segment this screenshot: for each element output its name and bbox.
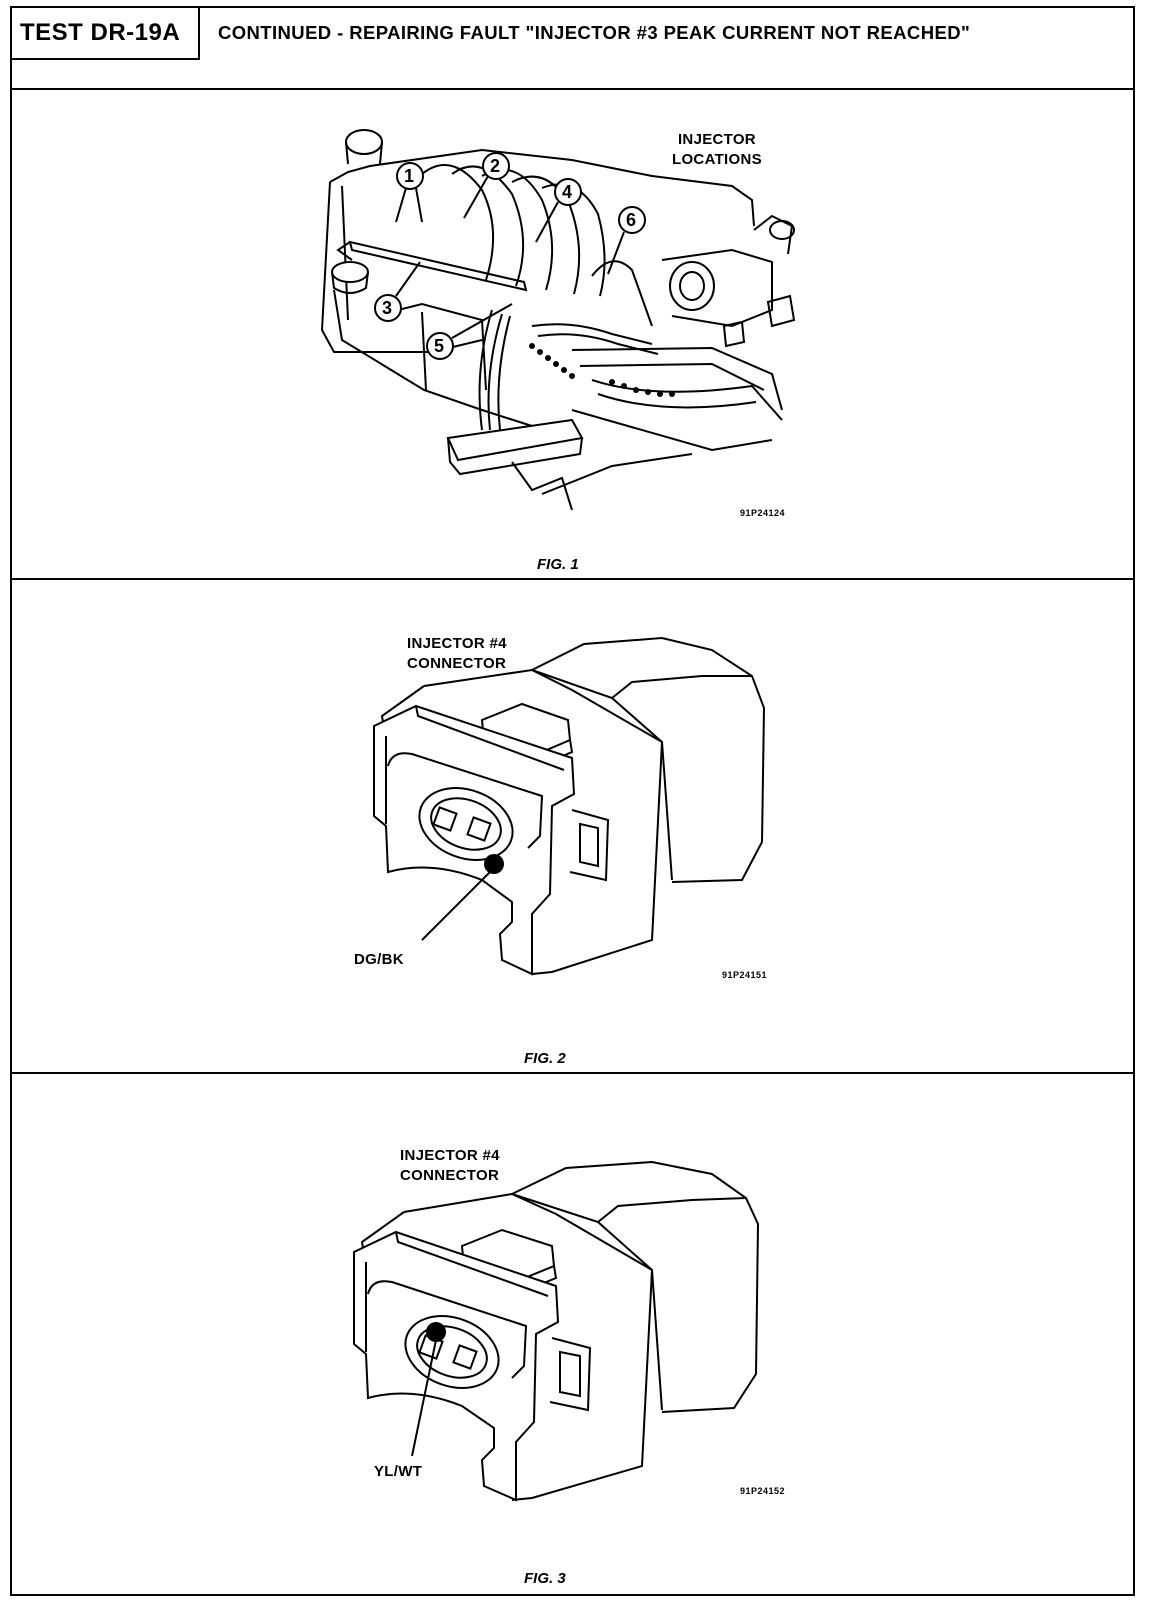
svg-text:3: 3 xyxy=(382,298,392,318)
figure-caption: FIG. 3 xyxy=(524,1570,566,1587)
label-line-2: CONNECTOR xyxy=(400,1167,500,1184)
yl-wt-pin xyxy=(426,1322,446,1342)
wire-label-dg-bk: DG/BK xyxy=(354,951,404,968)
connector-label: INJECTOR #4 CONNECTOR xyxy=(407,634,507,674)
svg-text:2: 2 xyxy=(490,156,500,176)
callout-3: 3 xyxy=(374,261,421,322)
test-title: CONTINUED - REPAIRING FAULT "INJECTOR #3… xyxy=(218,22,971,43)
connector-label: INJECTOR #4 CONNECTOR xyxy=(400,1146,500,1186)
wire-label-yl-wt: YL/WT xyxy=(374,1463,423,1480)
figure-2-panel: INJECTOR #4 CONNECTOR DG/BK 91P24151 FIG… xyxy=(12,580,1133,1074)
figure-caption: FIG. 2 xyxy=(524,1050,566,1067)
figure-code: 91P24151 xyxy=(722,970,768,980)
injector-locations-label: INJECTOR LOCATIONS xyxy=(672,130,762,170)
header: TEST DR-19A CONTINUED - REPAIRING FAULT … xyxy=(12,8,1133,90)
callout-4: 4 xyxy=(535,178,582,243)
label-line-1: INJECTOR xyxy=(677,131,756,148)
svg-text:1: 1 xyxy=(404,166,414,186)
label-line-1: INJECTOR #4 xyxy=(407,635,507,652)
callout-1: 1 xyxy=(395,162,424,223)
connector-diagram xyxy=(353,1160,760,1502)
label-line-1: INJECTOR #4 xyxy=(400,1147,500,1164)
dg-bk-leader xyxy=(421,871,491,941)
connector-diagram xyxy=(373,636,766,976)
figure-3-panel: INJECTOR #4 CONNECTOR YL/WT 91P24152 FIG… xyxy=(12,1074,1133,1594)
label-line-2: LOCATIONS xyxy=(672,151,762,168)
yl-wt-leader xyxy=(411,1339,437,1457)
svg-text:6: 6 xyxy=(626,210,636,230)
callout-6: 6 xyxy=(607,206,646,275)
svg-text:4: 4 xyxy=(562,182,572,202)
figure-1-panel: 1 2 3 4 xyxy=(12,90,1133,580)
svg-text:5: 5 xyxy=(434,336,444,356)
figure-code: 91P24152 xyxy=(740,1486,786,1496)
test-id: TEST DR-19A xyxy=(12,8,200,60)
figure-caption: FIG. 1 xyxy=(537,556,579,573)
label-line-2: CONNECTOR xyxy=(407,655,507,672)
callout-2: 2 xyxy=(463,152,510,219)
dg-bk-pin xyxy=(484,854,504,874)
callout-5: 5 xyxy=(426,303,513,360)
figure-code: 91P24124 xyxy=(740,508,786,518)
document-page: TEST DR-19A CONTINUED - REPAIRING FAULT … xyxy=(10,6,1135,1596)
engine-diagram: 1 2 3 4 xyxy=(320,129,796,511)
